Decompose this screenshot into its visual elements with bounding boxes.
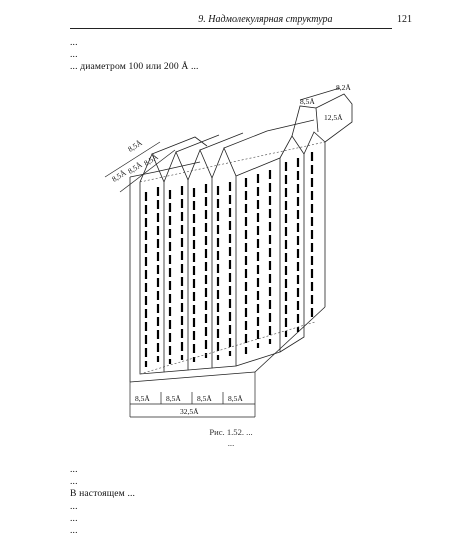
caption-line: ...: [227, 438, 235, 448]
label-bottom-1: 8,5Å: [135, 394, 150, 403]
section-title: 9. Надмолекулярная структура: [198, 14, 333, 25]
text-line: ...: [70, 37, 78, 48]
paragraph-bottom: ... ... В настоящем ... ... ... ...: [70, 464, 392, 537]
label-left-b: 8,5Å: [126, 160, 144, 176]
running-header: 9. Надмолекулярная структура 121: [0, 14, 412, 25]
text-line: ...: [70, 525, 78, 537]
paragraph-top: ... ... ... диаметром 100 или 200 Å ...: [70, 37, 392, 74]
text-line: ...: [70, 49, 78, 61]
text-line: ... диаметром 100 или 200 Å ...: [70, 61, 199, 73]
header-divider: [70, 28, 392, 29]
label-bottom-2: 8,5Å: [166, 394, 181, 403]
label-top-b: 8,2Å: [336, 83, 351, 92]
text-line: ...: [70, 512, 78, 524]
label-left-a: 8,5Å: [110, 168, 128, 184]
page-number: 121: [397, 14, 412, 25]
caption-line: Рис. 1.52. ...: [209, 427, 253, 437]
label-top-c: 12,5Å: [324, 113, 343, 122]
text-line: ...: [70, 464, 78, 475]
label-bottom-4: 8,5Å: [228, 394, 243, 403]
text-line: В настоящем ...: [70, 488, 136, 500]
text-line: ...: [70, 476, 78, 488]
fibril-structure-figure: 8,5Å 8,2Å 12,5Å 8,5Å 8,5Å 8,5Å 8,5Å 8,5Å…: [100, 82, 370, 422]
label-bottom-total: 32,5Å: [180, 407, 199, 416]
label-top-a: 8,5Å: [300, 97, 315, 106]
figure-caption: Рис. 1.52. ... ...: [66, 427, 396, 449]
label-left-c: 8,5Å: [142, 152, 160, 168]
label-bottom-3: 8,5Å: [197, 394, 212, 403]
label-left-top: 8,5Å: [126, 138, 144, 154]
text-line: ...: [70, 500, 78, 512]
